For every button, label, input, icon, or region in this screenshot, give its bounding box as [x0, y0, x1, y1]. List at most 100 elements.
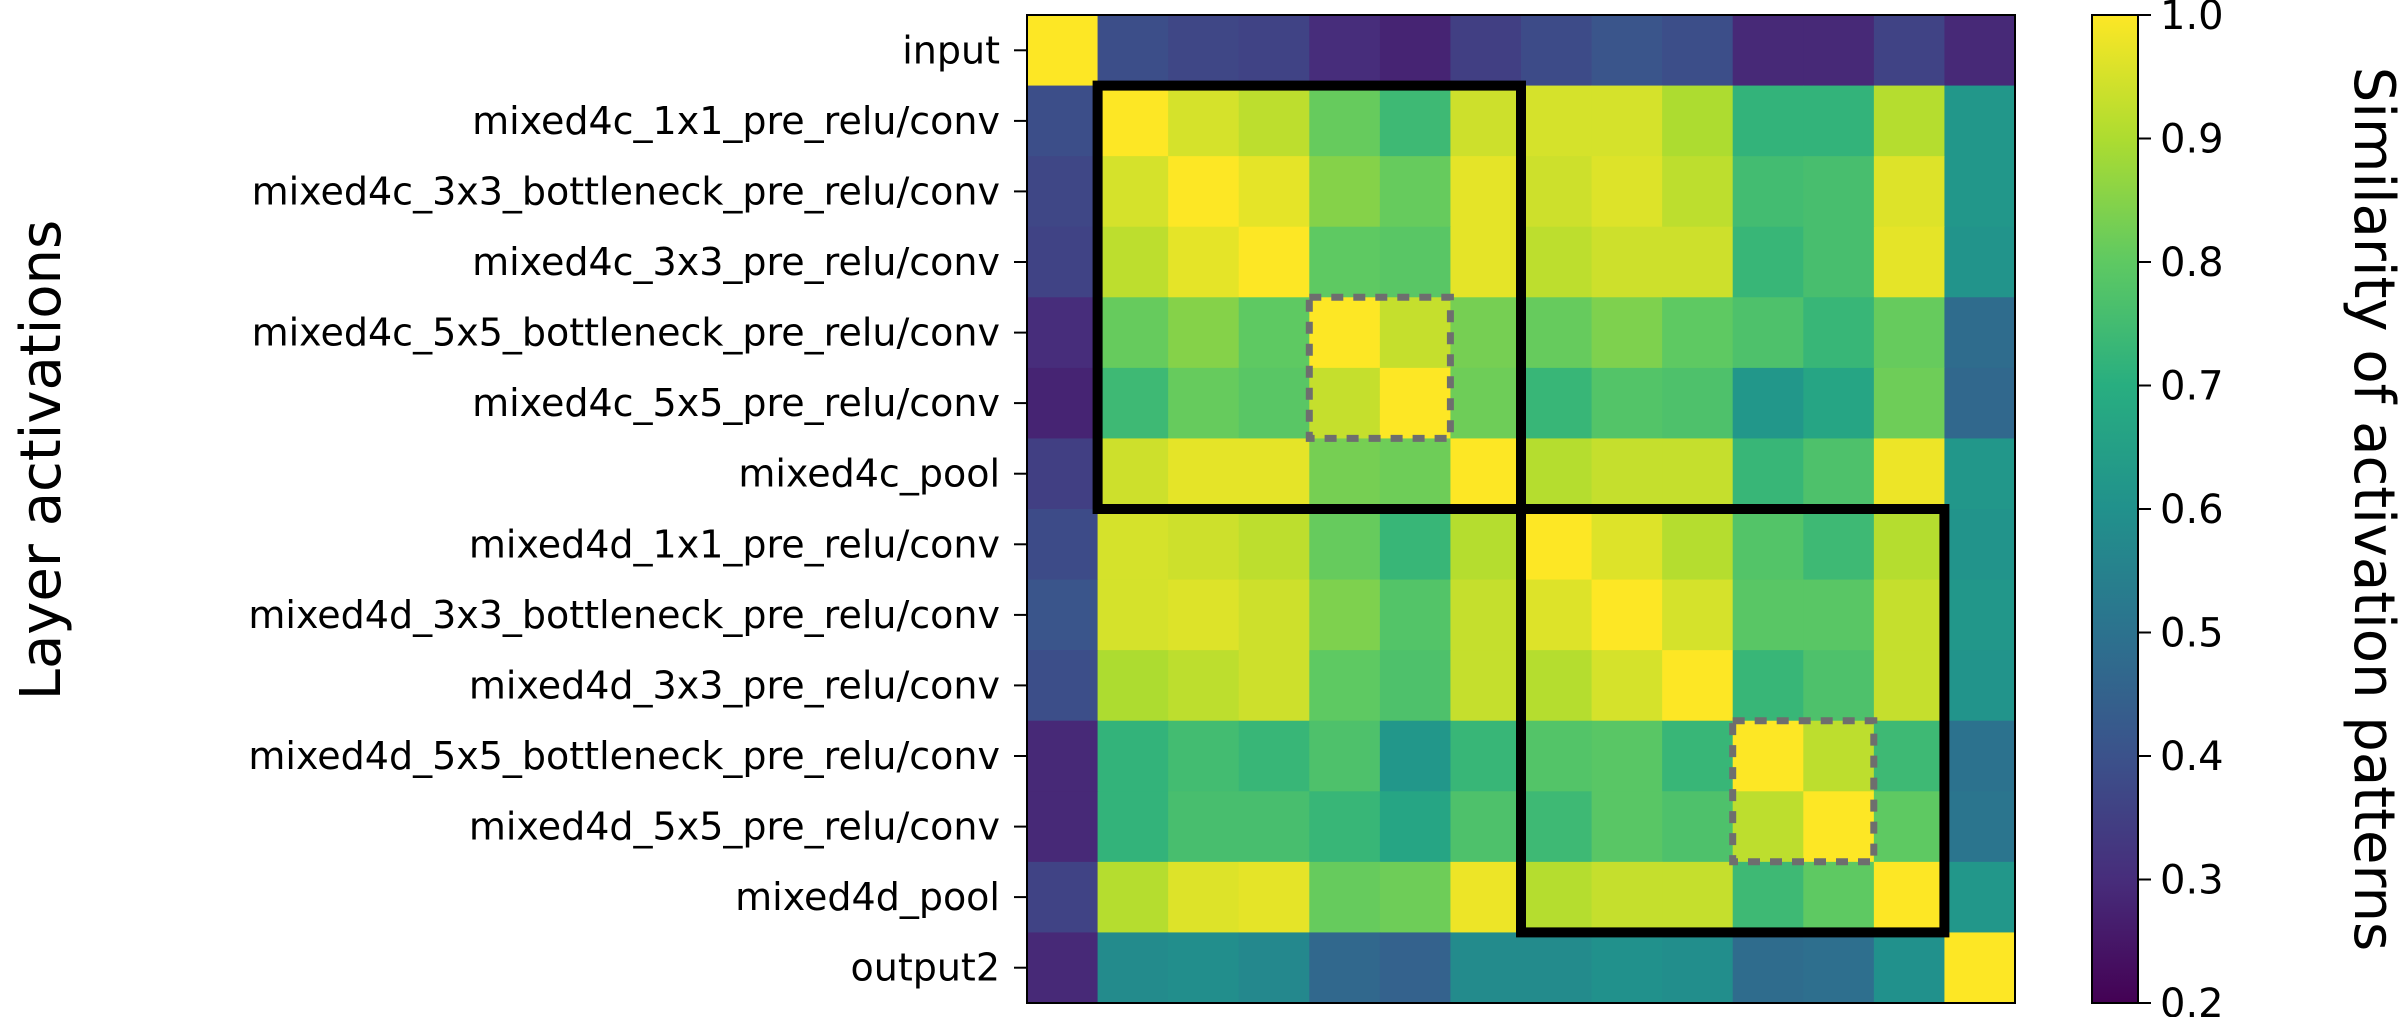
heatmap-cell [1309, 932, 1381, 1004]
heatmap-cell [1309, 650, 1381, 722]
heatmap-cell [1027, 226, 1099, 298]
heatmap-cell [1944, 861, 2016, 934]
heatmap-cell [1732, 438, 1804, 510]
heatmap-cell [1873, 720, 1946, 792]
heatmap-cell [1097, 861, 1169, 934]
heatmap-cell [1450, 932, 1522, 1004]
heatmap-cell [1450, 720, 1522, 792]
heatmap-cell [1732, 861, 1804, 934]
heatmap-cell [1662, 297, 1734, 369]
heatmap-cell [1803, 579, 1875, 651]
heatmap-cell [1168, 861, 1240, 934]
heatmap-cell [1662, 791, 1734, 863]
heatmap-cell [1238, 861, 1310, 934]
heatmap-cell [1379, 297, 1452, 369]
row-label: mixed4d_5x5_bottleneck_pre_relu/conv [248, 734, 1000, 778]
heatmap-cell [1168, 579, 1240, 651]
heatmap-cell [1379, 509, 1452, 581]
heatmap-cell [1591, 650, 1663, 722]
heatmap-cell [1873, 156, 1946, 228]
heatmap-cell [1379, 650, 1452, 722]
heatmap-cell [1944, 297, 2016, 369]
heatmap-cell [1097, 932, 1169, 1004]
heatmap-cell [1732, 932, 1804, 1004]
heatmap-cell [1168, 226, 1240, 298]
heatmap-cell [1027, 791, 1099, 863]
heatmap-cell [1027, 85, 1099, 157]
heatmap-cell [1238, 438, 1310, 510]
heatmap-cell [1309, 156, 1381, 228]
heatmap-cell [1027, 297, 1099, 369]
heatmap-cell [1027, 15, 1099, 87]
heatmap-cell [1944, 932, 2016, 1004]
heatmap-cell [1521, 367, 1593, 440]
heatmap-cell [1521, 226, 1593, 298]
heatmap-cell [1521, 861, 1593, 934]
heatmap-cell [1309, 297, 1381, 369]
heatmap-cell [1873, 297, 1946, 369]
colorbar-tick-label: 0.6 [2160, 487, 2224, 533]
heatmap-cell [1944, 438, 2016, 510]
heatmap-cell [1097, 650, 1169, 722]
row-label: mixed4d_5x5_pre_relu/conv [469, 805, 1000, 849]
heatmap-cell [1521, 720, 1593, 792]
heatmap-cell [1591, 85, 1663, 157]
heatmap-cell [1097, 720, 1169, 792]
heatmap-cell [1168, 15, 1240, 87]
heatmap-cell [1803, 720, 1875, 792]
heatmap-cell [1379, 861, 1452, 934]
heatmap-cell [1732, 15, 1804, 87]
heatmap-cell [1732, 226, 1804, 298]
heatmap-cell [1944, 226, 2016, 298]
heatmap-cell [1097, 226, 1169, 298]
heatmap-cell [1873, 650, 1946, 722]
heatmap-cell [1027, 438, 1099, 510]
heatmap-cell [1873, 509, 1946, 581]
heatmap-cell [1662, 438, 1734, 510]
heatmap-cell [1591, 932, 1663, 1004]
heatmap-cell [1027, 932, 1099, 1004]
heatmap-cell [1873, 579, 1946, 651]
heatmap-cell [1309, 85, 1381, 157]
heatmap-cell [1873, 438, 1946, 510]
heatmap-cell [1873, 861, 1946, 934]
heatmap-cell [1379, 15, 1452, 87]
row-label: mixed4c_5x5_pre_relu/conv [472, 381, 1000, 425]
heatmap-cell [1238, 226, 1310, 298]
heatmap-cell [1873, 932, 1946, 1004]
heatmap-cell [1944, 85, 2016, 157]
heatmap-cell [1732, 791, 1804, 863]
heatmap-cell [1027, 650, 1099, 722]
row-label: mixed4d_pool [735, 875, 1000, 919]
heatmap-cell [1097, 297, 1169, 369]
heatmap-cell [1521, 650, 1593, 722]
heatmap-frame [1026, 14, 2016, 1004]
heatmap-cell [1803, 156, 1875, 228]
solid-highlight-box [1516, 504, 1950, 938]
heatmap-cell [1803, 791, 1875, 863]
heatmap-cell [1027, 367, 1099, 440]
heatmap-cell [1591, 367, 1663, 440]
heatmap-cell [1591, 720, 1663, 792]
heatmap-cell [1238, 579, 1310, 651]
heatmap-cell [1379, 438, 1452, 510]
row-labels: inputmixed4c_1x1_pre_relu/convmixed4c_3x… [248, 28, 1000, 989]
colorbar-tick-label: 0.4 [2160, 734, 2224, 780]
heatmap-cell [1309, 509, 1381, 581]
heatmap-cell [1873, 15, 1946, 87]
heatmap-cell [1591, 861, 1663, 934]
heatmap-cell [1238, 15, 1310, 87]
heatmap-cell [1803, 861, 1875, 934]
heatmap-cell [1027, 509, 1099, 581]
heatmap-cell [1873, 85, 1946, 157]
heatmap-cell [1450, 85, 1522, 157]
heatmap-cell [1379, 226, 1452, 298]
heatmap-cell [1379, 367, 1452, 440]
heatmap-cell [1097, 367, 1169, 440]
heatmap-cell [1309, 861, 1381, 934]
heatmap-cell [1521, 156, 1593, 228]
heatmap-cell [1521, 85, 1593, 157]
heatmap-cell [1662, 15, 1734, 87]
heatmap-cell [1309, 15, 1381, 87]
heatmap-cell [1873, 791, 1946, 863]
